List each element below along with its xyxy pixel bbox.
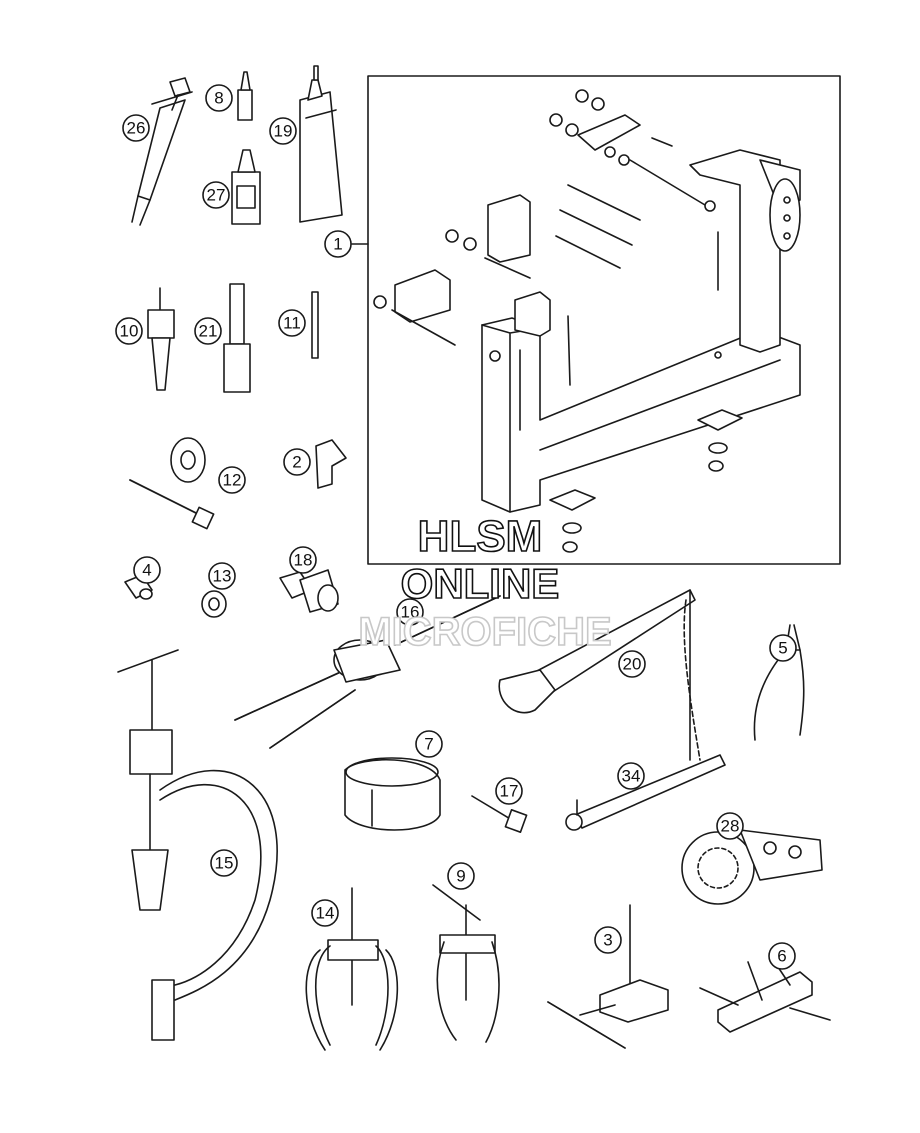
callout-5: 5 — [769, 634, 797, 662]
svg-text:19: 19 — [274, 122, 293, 141]
drift-punch — [223, 283, 251, 393]
svg-text:17: 17 — [500, 782, 519, 801]
callout-9: 9 — [447, 862, 475, 890]
svg-text:16: 16 — [401, 603, 420, 622]
callout-8: 8 — [205, 84, 233, 112]
watermark: HLSM ONLINE MICROFICHE — [358, 511, 613, 655]
clutch-holder — [681, 829, 823, 905]
watermark-line-3: MICROFICHE — [358, 610, 611, 654]
puller-rod — [147, 287, 175, 391]
svg-text:34: 34 — [622, 767, 641, 786]
svg-text:13: 13 — [213, 567, 232, 586]
callout-15: 15 — [210, 849, 238, 877]
bolt-with-spacer — [129, 437, 215, 530]
small-adhesive-bottle — [237, 71, 253, 121]
svg-text:7: 7 — [424, 735, 433, 754]
crankshaft-puller — [234, 595, 501, 749]
callout-4: 4 — [133, 556, 161, 584]
chain-breaker — [547, 904, 669, 1049]
engine-holder-bar — [699, 954, 831, 1033]
callout-21: 21 — [194, 317, 222, 345]
pin-punch — [311, 291, 319, 359]
callout-6: 6 — [768, 942, 796, 970]
callout-10: 10 — [115, 317, 143, 345]
svg-text:3: 3 — [603, 931, 612, 950]
callout-27: 27 — [202, 181, 230, 209]
c-clamp-puller — [117, 649, 278, 1041]
callout-16: 16 — [396, 598, 424, 626]
svg-text:27: 27 — [207, 186, 226, 205]
callout-34: 34 — [617, 762, 645, 790]
callout-3: 3 — [594, 926, 622, 954]
svg-text:14: 14 — [316, 904, 335, 923]
gauge-screw — [471, 795, 528, 833]
callout-17: 17 — [495, 777, 523, 805]
svg-text:20: 20 — [623, 655, 642, 674]
callout-1: 1 — [324, 230, 352, 258]
svg-text:1: 1 — [333, 235, 342, 254]
sealant-tube — [299, 65, 343, 223]
callout-2: 2 — [283, 448, 311, 476]
svg-text:8: 8 — [214, 89, 223, 108]
engine-stand-assembly — [351, 75, 841, 565]
svg-text:4: 4 — [142, 561, 151, 580]
svg-text:21: 21 — [199, 322, 218, 341]
two-jaw-puller-small — [432, 884, 500, 1043]
svg-text:18: 18 — [294, 551, 313, 570]
watermark-line-2: ONLINE — [401, 560, 560, 607]
svg-text:6: 6 — [777, 947, 786, 966]
svg-text:2: 2 — [292, 453, 301, 472]
callout-26: 26 — [122, 114, 150, 142]
callout-11: 11 — [278, 309, 306, 337]
spanner-wrench — [565, 754, 726, 831]
callout-7: 7 — [415, 730, 443, 758]
adapter-sleeve — [279, 569, 339, 613]
svg-text:10: 10 — [120, 322, 139, 341]
svg-text:9: 9 — [456, 867, 465, 886]
svg-text:15: 15 — [215, 854, 234, 873]
callout-12: 12 — [218, 466, 246, 494]
callout-18: 18 — [289, 546, 317, 574]
callout-14: 14 — [311, 899, 339, 927]
two-jaw-puller-large — [305, 887, 399, 1051]
svg-text:11: 11 — [283, 314, 301, 333]
chain-wrench — [498, 589, 701, 761]
piston-ring-compressor — [344, 757, 441, 831]
callout-20: 20 — [618, 650, 646, 678]
callout-19: 19 — [269, 117, 297, 145]
bracket-small — [315, 439, 347, 489]
svg-text:26: 26 — [127, 119, 146, 138]
svg-text:28: 28 — [721, 817, 740, 836]
callout-28: 28 — [716, 812, 744, 840]
adhesive-bottle — [231, 149, 261, 225]
syringe-tool — [131, 77, 193, 226]
socket-small — [201, 590, 227, 618]
watermark-line-1: HLSM — [418, 512, 543, 561]
svg-text:5: 5 — [778, 639, 787, 658]
callout-13: 13 — [208, 562, 236, 590]
svg-text:12: 12 — [223, 471, 242, 490]
